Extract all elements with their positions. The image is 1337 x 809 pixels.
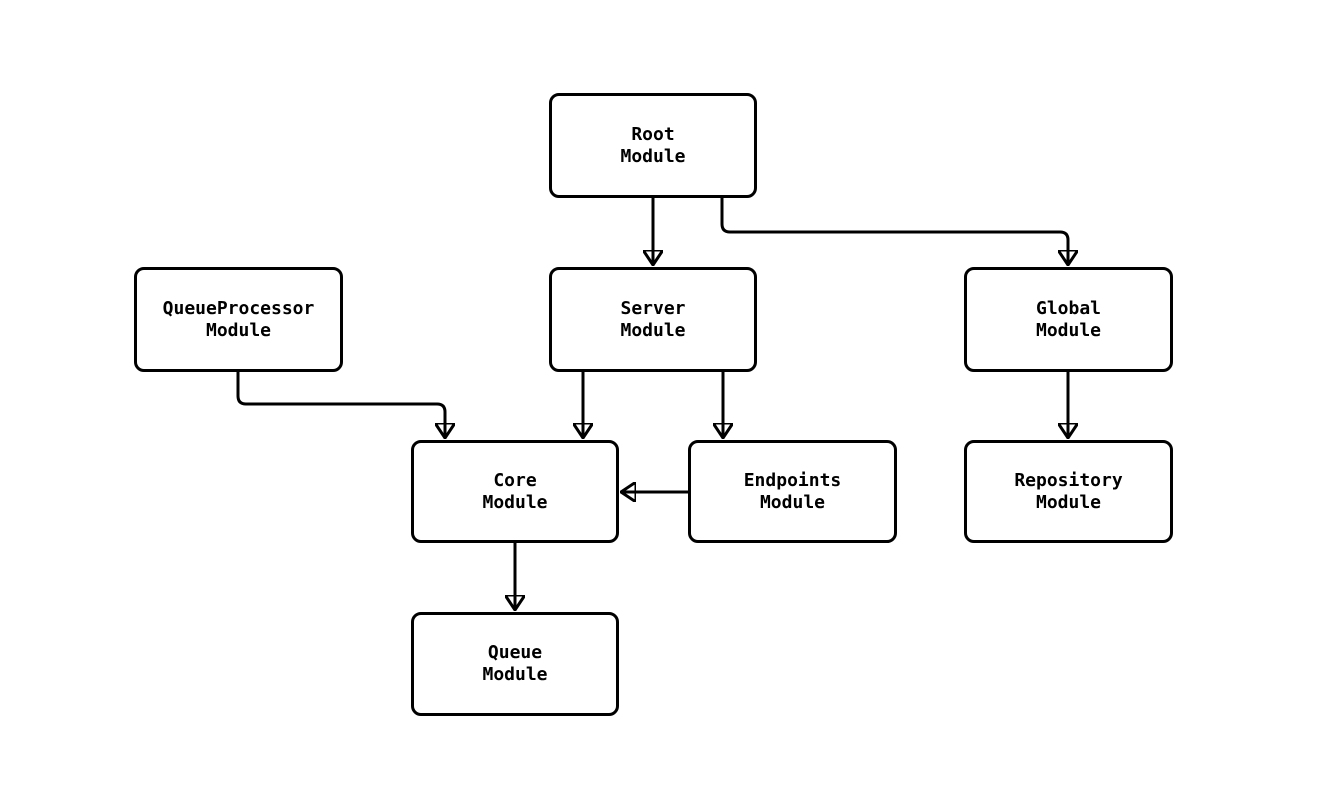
node-server-module: Server Module [549,267,757,372]
node-repository-module: Repository Module [964,440,1173,543]
node-server-module-label: Server Module [620,297,686,341]
node-queueprocessor-module: QueueProcessor Module [134,267,343,372]
node-endpoints-module-label: Endpoints Module [743,469,842,513]
edge-queueprocessor-to-core [236,372,445,437]
node-queueprocessor-module-label: QueueProcessor Module [162,297,315,341]
node-queue-module: Queue Module [411,612,619,716]
node-endpoints-module: Endpoints Module [688,440,897,543]
node-repository-module-label: Repository Module [1014,469,1123,513]
edge-root-to-global [720,198,1068,264]
node-queue-module-label: Queue Module [482,642,548,685]
node-root-module-label: Root Module [620,123,686,167]
node-global-module: Global Module [964,267,1173,372]
node-root-module: Root Module [549,93,757,198]
node-core-module: Core Module [411,440,619,543]
node-core-module-label: Core Module [482,469,548,513]
node-global-module-label: Global Module [1035,297,1102,341]
